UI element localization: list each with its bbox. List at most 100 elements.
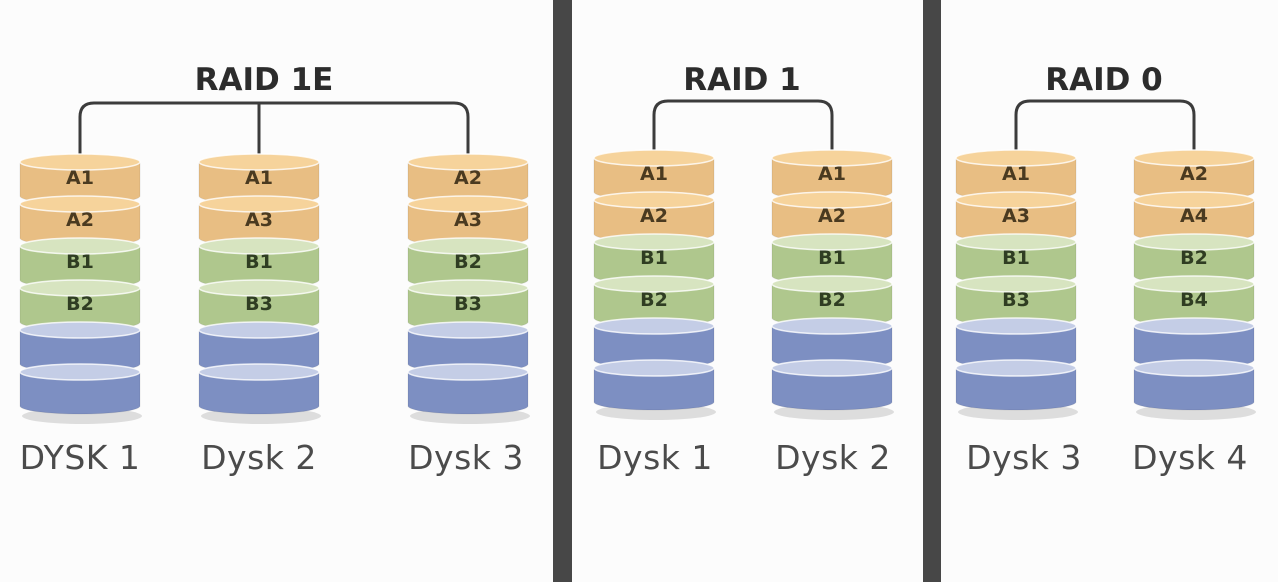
block-label: B2 [818, 289, 846, 311]
disk-block-top [1133, 149, 1255, 167]
disk-block-top [19, 321, 141, 339]
disk-block-top [1133, 233, 1255, 251]
block-label: B2 [1180, 247, 1208, 269]
disk-block-top [771, 149, 893, 167]
block-label: A1 [66, 167, 94, 189]
disk-block-top [407, 279, 529, 297]
disk-label: DYSK 1 [19, 438, 141, 477]
disk-block-top [771, 233, 893, 251]
disk-block-top [407, 363, 529, 381]
disk-label: Dysk 3 [966, 438, 1082, 477]
disk-block-top [19, 195, 141, 213]
block-label: B3 [454, 293, 482, 315]
block-label: B3 [245, 293, 273, 315]
block-label: B2 [66, 293, 94, 315]
bracket-connector [1014, 99, 1196, 160]
bracket-connector [78, 101, 470, 162]
disk-block-side [1133, 367, 1255, 411]
block-label: A3 [1002, 205, 1030, 227]
disk-block-top [1133, 359, 1255, 377]
disk-block-top [955, 359, 1077, 377]
disk-block-side [198, 371, 320, 415]
disk-label: Dysk 2 [775, 438, 891, 477]
disk-block-top [771, 359, 893, 377]
disk-block-side [407, 371, 529, 415]
disk-block-top [407, 195, 529, 213]
block-label: B1 [1002, 247, 1030, 269]
block-label: A1 [245, 167, 273, 189]
disk-label: Dysk 2 [201, 438, 317, 477]
disk-stack [407, 153, 530, 424]
disk-block-top [593, 191, 715, 209]
disk-block-top [955, 233, 1077, 251]
disk-stack [1133, 149, 1256, 420]
disk-label: Dysk 1 [597, 438, 713, 477]
disk-stack [955, 149, 1078, 420]
disk-block-top [19, 153, 141, 171]
disk-block-top [198, 363, 320, 381]
block-label: A2 [818, 205, 846, 227]
block-label: A2 [640, 205, 668, 227]
disk-block-top [593, 233, 715, 251]
bracket-connector [652, 99, 834, 160]
raid-title: RAID 1E [194, 62, 334, 98]
disk-block-top [955, 275, 1077, 293]
disk-block-top [771, 317, 893, 335]
block-label: A4 [1180, 205, 1208, 227]
disk-block-top [593, 359, 715, 377]
block-label: A1 [1002, 163, 1030, 185]
block-label: A1 [640, 163, 668, 185]
disk-label: Dysk 4 [1132, 438, 1248, 477]
disk-block-side [19, 371, 141, 415]
disk-block-top [407, 153, 529, 171]
block-label: A2 [66, 209, 94, 231]
block-label: B1 [66, 251, 94, 273]
block-label: B4 [1180, 289, 1208, 311]
disk-block-top [955, 149, 1077, 167]
block-label: A2 [454, 167, 482, 189]
disk-block-top [593, 317, 715, 335]
panel-divider [553, 0, 572, 582]
disk-label: Dysk 3 [408, 438, 524, 477]
raid-title: RAID 0 [1045, 62, 1163, 98]
raid-title: RAID 1 [683, 62, 801, 98]
disk-block-top [955, 317, 1077, 335]
block-label: B2 [640, 289, 668, 311]
disk-block-side [771, 367, 893, 411]
disk-block-top [955, 191, 1077, 209]
disk-stack [19, 153, 142, 424]
block-label: A3 [245, 209, 273, 231]
disk-block-top [771, 191, 893, 209]
disk-block-top [198, 195, 320, 213]
disk-block-top [19, 237, 141, 255]
block-label: A2 [1180, 163, 1208, 185]
disk-block-top [593, 149, 715, 167]
disk-stack [198, 153, 321, 424]
block-label: A3 [454, 209, 482, 231]
block-label: B1 [245, 251, 273, 273]
panel-divider [923, 0, 941, 582]
disk-block-top [198, 279, 320, 297]
disk-stack [771, 149, 894, 420]
disk-block-top [19, 279, 141, 297]
block-label: A1 [818, 163, 846, 185]
disk-block-top [19, 363, 141, 381]
disk-block-top [771, 275, 893, 293]
disk-block-top [198, 321, 320, 339]
disk-block-side [955, 367, 1077, 411]
disk-stack [593, 149, 716, 420]
disk-block-top [1133, 191, 1255, 209]
disk-block-top [407, 321, 529, 339]
disk-block-top [593, 275, 715, 293]
block-label: B1 [640, 247, 668, 269]
disk-block-top [1133, 317, 1255, 335]
block-label: B1 [818, 247, 846, 269]
disk-block-top [1133, 275, 1255, 293]
disk-block-top [198, 237, 320, 255]
disk-block-side [593, 367, 715, 411]
disk-block-top [198, 153, 320, 171]
block-label: B3 [1002, 289, 1030, 311]
block-label: B2 [454, 251, 482, 273]
